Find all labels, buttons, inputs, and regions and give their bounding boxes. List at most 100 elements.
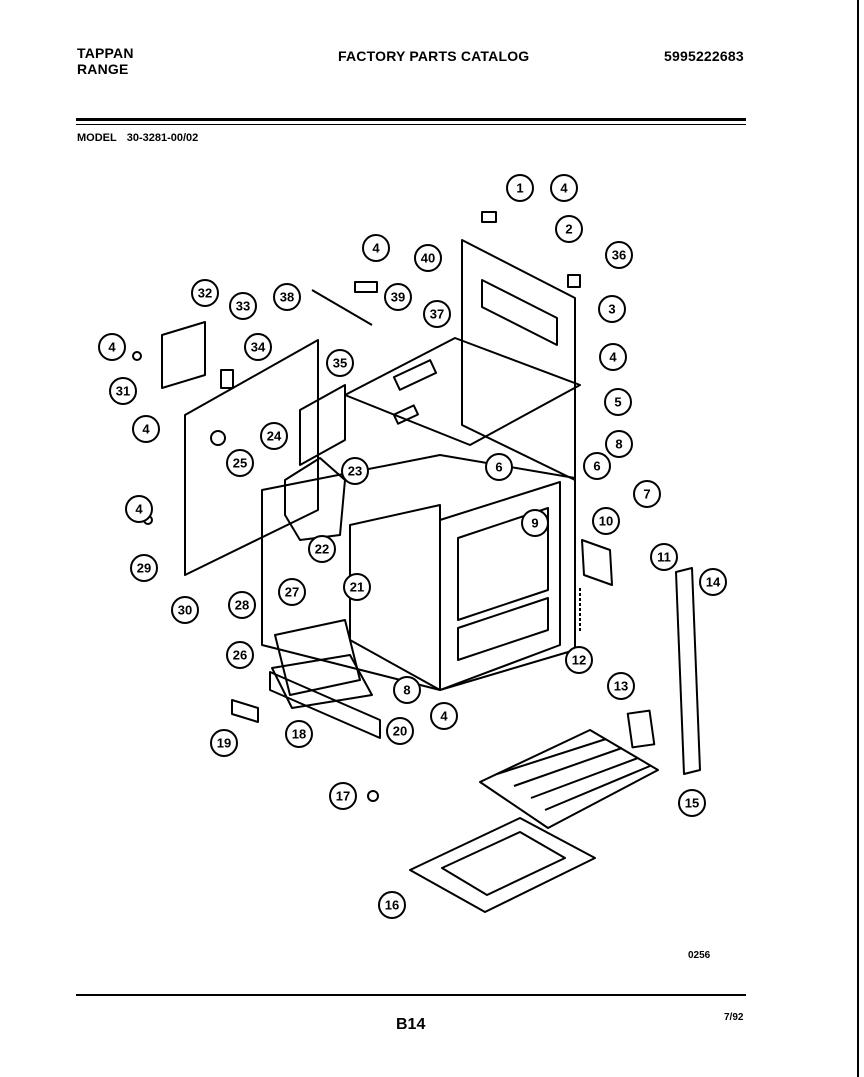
callout-number: 11: [657, 550, 671, 565]
callout-35: 35: [326, 349, 354, 377]
callout-2: 2: [555, 215, 583, 243]
callout-number: 7: [643, 487, 650, 502]
callout-number: 8: [403, 683, 410, 698]
top-panel-opening: [392, 359, 438, 391]
callout-6: 6: [485, 453, 513, 481]
callout-circle: [329, 782, 357, 810]
callout-number: 24: [267, 429, 282, 444]
callout-circle: [229, 292, 257, 320]
part-34: [220, 369, 234, 389]
callout-number: 4: [372, 241, 380, 256]
callout-circle: [485, 453, 513, 481]
oven-rack-15: [479, 729, 659, 829]
callout-circle: [130, 554, 158, 582]
catalog-number: 5995222683: [664, 48, 744, 64]
rack-wire: [530, 757, 639, 799]
callout-number: 32: [198, 286, 212, 301]
callout-27: 27: [278, 578, 306, 606]
diagram-code: 0256: [688, 950, 711, 961]
callout-number: 30: [178, 603, 192, 618]
callout-circle: [414, 244, 442, 272]
print-date: 7/92: [724, 1012, 744, 1023]
callout-32: 32: [191, 279, 219, 307]
callout-circle: [326, 349, 354, 377]
callout-circle: [226, 449, 254, 477]
callout-circle: [285, 720, 313, 748]
callout-circle: [226, 641, 254, 669]
plate-13: [626, 709, 656, 749]
callout-circle: [604, 388, 632, 416]
footer-rule: [76, 994, 746, 996]
bracket-19: [231, 699, 259, 723]
callout-circle: [592, 507, 620, 535]
rack-wire: [544, 765, 651, 811]
callout-number: 18: [292, 727, 306, 742]
callout-circle: [699, 568, 727, 596]
callout-number: 33: [236, 299, 250, 314]
callout-26: 26: [226, 641, 254, 669]
callout-number: 12: [572, 653, 586, 668]
callout-number: 36: [612, 248, 626, 263]
callout-4: 4: [599, 343, 627, 371]
callout-number: 25: [233, 456, 247, 471]
callout-4: 4: [98, 333, 126, 361]
left-side-panel: [184, 339, 319, 576]
callout-circle: [260, 422, 288, 450]
callout-circle: [341, 457, 369, 485]
callout-circle: [599, 343, 627, 371]
callout-number: 15: [685, 796, 699, 811]
callout-number: 4: [560, 181, 568, 196]
callout-31: 31: [109, 377, 137, 405]
callout-25: 25: [226, 449, 254, 477]
callout-number: 14: [706, 575, 721, 590]
callout-number: 6: [593, 459, 600, 474]
callout-number: 27: [285, 585, 299, 600]
callout-circle: [98, 333, 126, 361]
callout-circle: [273, 283, 301, 311]
door-window: [457, 507, 549, 621]
front-frame: [439, 481, 561, 691]
callout-number: 34: [251, 340, 266, 355]
callout-29: 29: [130, 554, 158, 582]
callout-18: 18: [285, 720, 313, 748]
panel-26: [271, 654, 373, 709]
callout-circle: [393, 676, 421, 704]
callout-circle: [678, 789, 706, 817]
callout-9: 9: [521, 509, 549, 537]
callout-number: 2: [565, 222, 572, 237]
callout-8: 8: [605, 430, 633, 458]
burner-assembly: [284, 457, 346, 541]
bracket-32: [161, 321, 206, 389]
callout-17: 17: [329, 782, 357, 810]
callout-40: 40: [414, 244, 442, 272]
callout-number: 37: [430, 307, 444, 322]
callout-circle: [278, 578, 306, 606]
callout-19: 19: [210, 729, 238, 757]
callout-12: 12: [565, 646, 593, 674]
callout-number: 21: [350, 580, 364, 595]
callout-number: 4: [108, 340, 116, 355]
callout-number: 4: [142, 422, 150, 437]
callout-circle: [244, 333, 272, 361]
callout-circle: [633, 480, 661, 508]
part-36: [567, 274, 581, 288]
callout-5: 5: [604, 388, 632, 416]
callout-36: 36: [605, 241, 633, 269]
brand-block: TAPPAN RANGE: [77, 45, 134, 77]
model-number: 30-3281-00/02: [126, 132, 199, 144]
callout-number: 40: [421, 251, 435, 266]
callout-circle: [191, 279, 219, 307]
callout-28: 28: [228, 591, 256, 619]
callout-10: 10: [592, 507, 620, 535]
top-panel: [344, 337, 581, 446]
callout-38: 38: [273, 283, 301, 311]
callout-number: 17: [336, 789, 350, 804]
callout-number: 8: [615, 437, 622, 452]
clip-1: [481, 211, 497, 223]
header-rule-thin: [76, 124, 746, 125]
brand-name: TAPPAN: [77, 45, 134, 61]
callout-circle: [362, 234, 390, 262]
shield-35: [299, 384, 346, 466]
